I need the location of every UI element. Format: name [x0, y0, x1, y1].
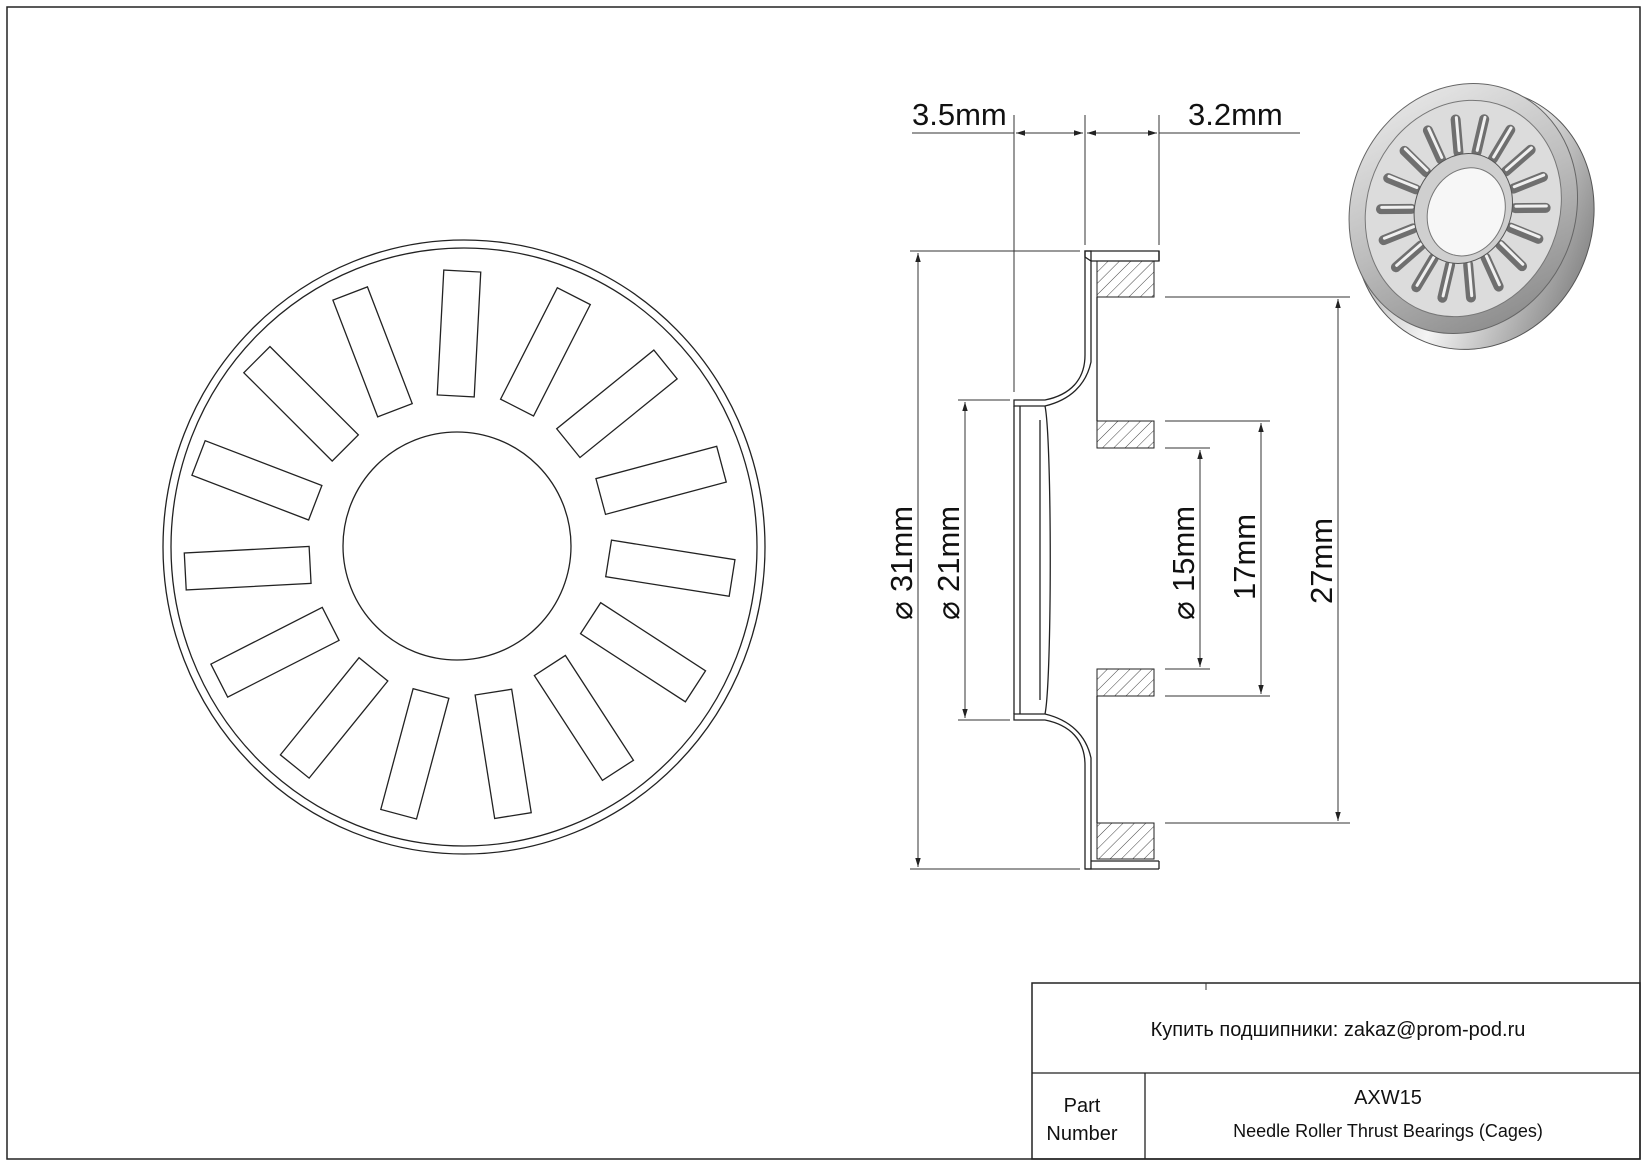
dim-width-right: 3.2mm [1188, 97, 1283, 132]
washer-outline [1013, 250, 1092, 407]
section-view: 3.5mm 3.2mm ⌀ 31mm ⌀ 21mm ⌀ 15mm 17mm 27… [884, 97, 1350, 870]
cage-section-top-outer [1096, 260, 1155, 298]
part-label-line2: Number [1046, 1123, 1117, 1145]
iso-roller-highlight [1387, 174, 1419, 190]
cage-section-bot-inner [1096, 668, 1155, 697]
roller-pocket [436, 269, 482, 398]
iso-roller [1495, 239, 1528, 272]
front-view [162, 239, 766, 855]
roller-pocket [183, 545, 312, 591]
part-description: Needle Roller Thrust Bearings (Cages) [1233, 1121, 1543, 1141]
title-block: Купить подшипники: zakaz@prom-pod.ru Par… [1031, 982, 1641, 1160]
iso-roller-highlight [1441, 261, 1453, 298]
roller-pocket [191, 439, 323, 521]
dim-width-left: 3.5mm [912, 97, 1007, 132]
dim-diameter-symbol: ⌀ [884, 601, 919, 620]
part-label-line1: Part [1064, 1095, 1101, 1117]
iso-roller [1383, 173, 1421, 195]
roller-pocket [332, 286, 414, 418]
iso-rollers [1375, 114, 1551, 303]
washer-profile [1084, 250, 1160, 262]
iso-roller-highlight [1512, 173, 1546, 189]
iso-roller-highlight [1509, 224, 1541, 239]
roller-pocket [579, 601, 707, 703]
dim-diameter-symbol: ⌀ [1166, 601, 1201, 620]
roller-pocket [533, 654, 635, 782]
iso-roller-highlight [1382, 225, 1416, 240]
bore-circle [342, 431, 572, 661]
iso-roller-highlight [1499, 241, 1525, 266]
roller-pocket [242, 345, 360, 463]
iso-roller-highlight [1454, 116, 1461, 153]
iso-roller-highlight [1403, 147, 1429, 172]
dim-27: 27mm [1304, 518, 1339, 604]
iso-roller [1399, 145, 1432, 178]
iso-roller-highlight [1492, 126, 1513, 159]
dim-outer-diameter: 31mm [884, 506, 919, 592]
cage-section-top-inner [1096, 420, 1155, 449]
roller-pockets [183, 269, 736, 820]
dim-bore-diameter: 15mm [1166, 506, 1201, 592]
roller-pocket [279, 656, 389, 780]
iso-roller-highlight [1484, 254, 1501, 287]
roller-pocket [595, 445, 728, 516]
cage-section-bot-outer [1096, 822, 1155, 860]
iso-roller [1375, 203, 1417, 215]
iso-roller-highlight [1427, 127, 1444, 159]
roller-pocket [210, 606, 340, 698]
dim-17: 17mm [1227, 514, 1262, 600]
washer-outline-bottom [1013, 713, 1092, 870]
outer-rim-inner [170, 247, 758, 847]
outer-rim-outer [162, 239, 766, 855]
roller-pocket [379, 687, 450, 820]
iso-roller [1505, 222, 1544, 244]
roller-pocket [474, 688, 532, 820]
iso-roller-highlight [1415, 254, 1436, 287]
sheet-border [6, 6, 1641, 1160]
iso-roller-highlight [1505, 146, 1533, 172]
iso-roller-highlight [1475, 115, 1487, 152]
iso-roller-highlight [1467, 261, 1474, 298]
dim-diameter-symbol: ⌀ [931, 601, 966, 620]
iso-roller-highlight [1395, 242, 1424, 267]
roller-pocket [555, 349, 679, 459]
isometric-render [1348, 82, 1595, 350]
iso-roller [1510, 202, 1551, 214]
roller-pocket [499, 286, 592, 417]
iso-roller-highlight [1380, 205, 1414, 209]
bore-flange [1013, 405, 1051, 715]
dim-inner-diameter: 21mm [931, 506, 966, 592]
roller-pocket [604, 539, 736, 598]
contact-text: Купить подшипники: zakaz@prom-pod.ru [1151, 1019, 1526, 1041]
part-number: AXW15 [1354, 1087, 1422, 1109]
title-block-frame [1031, 982, 1641, 1160]
iso-roller-highlight [1514, 204, 1548, 208]
iso-bore [1426, 167, 1506, 257]
